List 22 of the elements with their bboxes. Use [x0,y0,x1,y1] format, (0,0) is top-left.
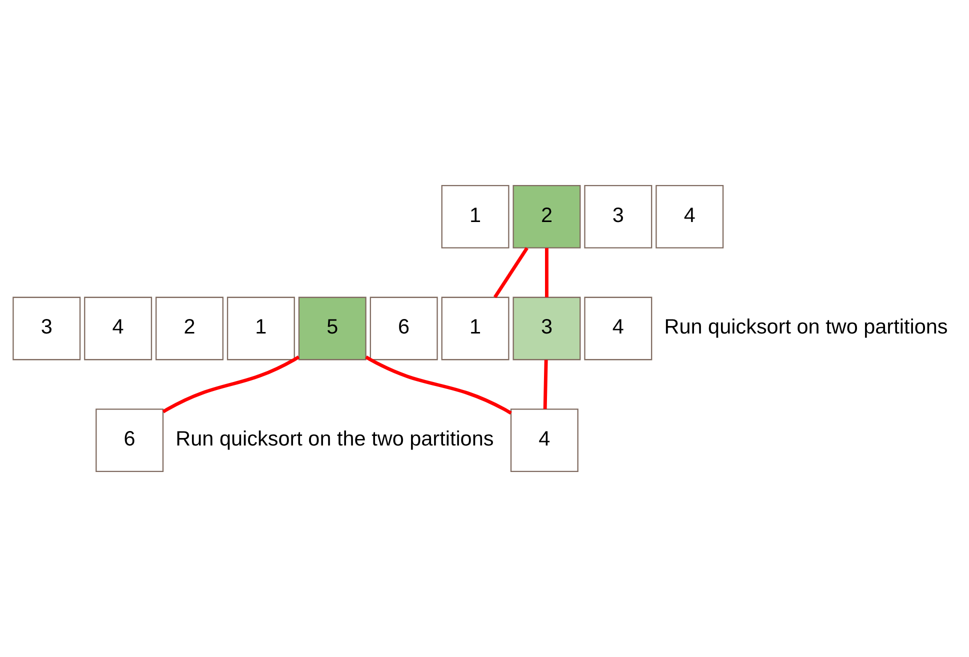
node-box: 4 [84,296,152,360]
node-box: 6 [370,296,438,360]
connector [365,356,512,415]
label: Run quicksort on two partitions [664,316,948,339]
node-box: 3 [512,296,581,360]
node-box: 2 [156,296,224,360]
node-box: 1 [441,185,510,248]
node-box: 4 [510,408,578,472]
node-box: 4 [656,185,724,248]
node-box: 4 [584,296,652,360]
node-box: 3 [584,185,652,248]
node-box: 6 [96,408,164,472]
connector [545,248,548,298]
connector [162,356,300,414]
node-box: 1 [441,296,510,360]
label: Run quicksort on the two partitions [176,427,494,450]
node-box: 2 [512,185,581,248]
node-box: 3 [12,296,81,360]
node-box: 5 [298,296,366,360]
connector [543,360,548,410]
connector [493,247,528,298]
node-box: 1 [226,296,295,360]
